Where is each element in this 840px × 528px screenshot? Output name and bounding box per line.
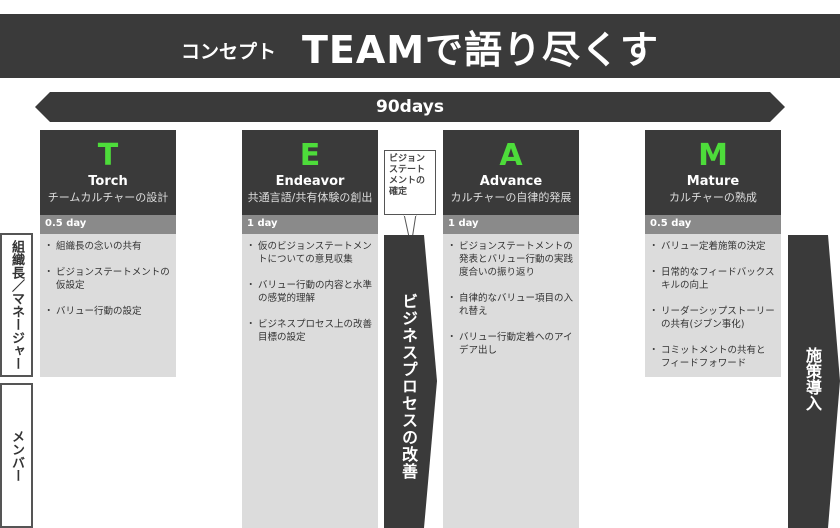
phase-duration: 0.5 day bbox=[40, 215, 176, 234]
business-process-arrow: ビジネスプロセスの改善 bbox=[384, 235, 438, 528]
role-manager-label: 組織長／マネージャー bbox=[9, 240, 24, 370]
phase-item: コミットメントの共有とフィードフォワード bbox=[649, 344, 775, 370]
phase-body: 組織長の念いの共有ビジョンステートメントの仮設定バリュー行動の設定 bbox=[40, 234, 176, 377]
phase-letter: M bbox=[698, 138, 728, 173]
phase-item: ビジネスプロセス上の改善目標の設定 bbox=[246, 318, 372, 344]
phase-item: リーダーシップストーリーの共有(ジブン事化) bbox=[649, 305, 775, 331]
phase-letter: A bbox=[499, 138, 523, 173]
phase-advance: A Advance カルチャーの自律的発展 1 day ビジョンステートメントの… bbox=[443, 130, 579, 528]
phase-item-list: 組織長の念いの共有ビジョンステートメントの仮設定バリュー行動の設定 bbox=[44, 240, 170, 318]
phase-letter: E bbox=[299, 138, 321, 173]
phase-subtitle: カルチャーの熟成 bbox=[669, 191, 757, 204]
business-process-label: ビジネスプロセスの改善 bbox=[399, 293, 418, 480]
implementation-label: 施策導入 bbox=[803, 347, 822, 411]
phase-letter: T bbox=[97, 138, 119, 173]
phase-item: 日常的なフィードバックスキルの向上 bbox=[649, 266, 775, 292]
callout-vision-statement: ビジョンステートメントの確定 bbox=[384, 150, 436, 215]
role-member-label: メンバー bbox=[9, 429, 24, 482]
phase-name: Mature bbox=[686, 174, 740, 189]
phase-item: バリュー行動の内容と水準の感覚的理解 bbox=[246, 279, 372, 305]
phase-header: M Mature カルチャーの熟成 bbox=[645, 130, 781, 215]
phase-duration: 0.5 day bbox=[645, 215, 781, 234]
phase-item: 組織長の念いの共有 bbox=[44, 240, 170, 253]
title-sub: コンセプト bbox=[180, 40, 276, 63]
phase-body: ビジョンステートメントの発表とバリュー行動の実践度合いの振り返り自律的なバリュー… bbox=[443, 234, 579, 528]
phase-header: E Endeavor 共通言語/共有体験の創出 bbox=[242, 130, 378, 215]
phase-name: Torch bbox=[88, 174, 128, 189]
phase-item-list: バリュー定着施策の決定日常的なフィードバックスキルの向上リーダーシップストーリー… bbox=[649, 240, 775, 370]
phase-duration: 1 day bbox=[443, 215, 579, 234]
implementation-arrow: 施策導入 bbox=[788, 235, 840, 528]
timeline-arrow: 90days bbox=[35, 92, 785, 122]
phase-subtitle: 共通言語/共有体験の創出 bbox=[247, 191, 373, 204]
phase-item: 仮のビジョンステートメントについての意見収集 bbox=[246, 240, 372, 266]
phase-item-list: ビジョンステートメントの発表とバリュー行動の実践度合いの振り返り自律的なバリュー… bbox=[447, 240, 573, 357]
double-arrow-shape bbox=[35, 92, 785, 122]
phase-endeavor: E Endeavor 共通言語/共有体験の創出 1 day 仮のビジョンステート… bbox=[242, 130, 378, 528]
phase-item: ビジョンステートメントの発表とバリュー行動の実践度合いの振り返り bbox=[447, 240, 573, 279]
phase-body: バリュー定着施策の決定日常的なフィードバックスキルの向上リーダーシップストーリー… bbox=[645, 234, 781, 377]
phase-subtitle: チームカルチャーの設計 bbox=[47, 191, 169, 204]
role-manager: 組織長／マネージャー bbox=[0, 233, 33, 377]
phase-item: バリュー行動定着へのアイデア出し bbox=[447, 331, 573, 357]
title-banner: コンセプト TEAMで語り尽くす bbox=[0, 14, 840, 78]
phase-subtitle: カルチャーの自律的発展 bbox=[450, 191, 572, 204]
phase-duration: 1 day bbox=[242, 215, 378, 234]
phase-name: Advance bbox=[479, 174, 543, 189]
timeline-label: 90days bbox=[376, 97, 444, 117]
phase-header: A Advance カルチャーの自律的発展 bbox=[443, 130, 579, 215]
phase-item-list: 仮のビジョンステートメントについての意見収集バリュー行動の内容と水準の感覚的理解… bbox=[246, 240, 372, 344]
phase-item: ビジョンステートメントの仮設定 bbox=[44, 266, 170, 292]
phase-name: Endeavor bbox=[275, 174, 345, 189]
phase-mature: M Mature カルチャーの熟成 0.5 day バリュー定着施策の決定日常的… bbox=[645, 130, 781, 377]
phase-item: 自律的なバリュー項目の入れ替え bbox=[447, 292, 573, 318]
phase-torch: T Torch チームカルチャーの設計 0.5 day 組織長の念いの共有ビジョ… bbox=[40, 130, 176, 377]
phase-item: バリュー行動の設定 bbox=[44, 305, 170, 318]
title-main: TEAMで語り尽くす bbox=[301, 27, 660, 72]
role-member: メンバー bbox=[0, 383, 33, 528]
phase-header: T Torch チームカルチャーの設計 bbox=[40, 130, 176, 215]
phase-body: 仮のビジョンステートメントについての意見収集バリュー行動の内容と水準の感覚的理解… bbox=[242, 234, 378, 528]
phase-item: バリュー定着施策の決定 bbox=[649, 240, 775, 253]
